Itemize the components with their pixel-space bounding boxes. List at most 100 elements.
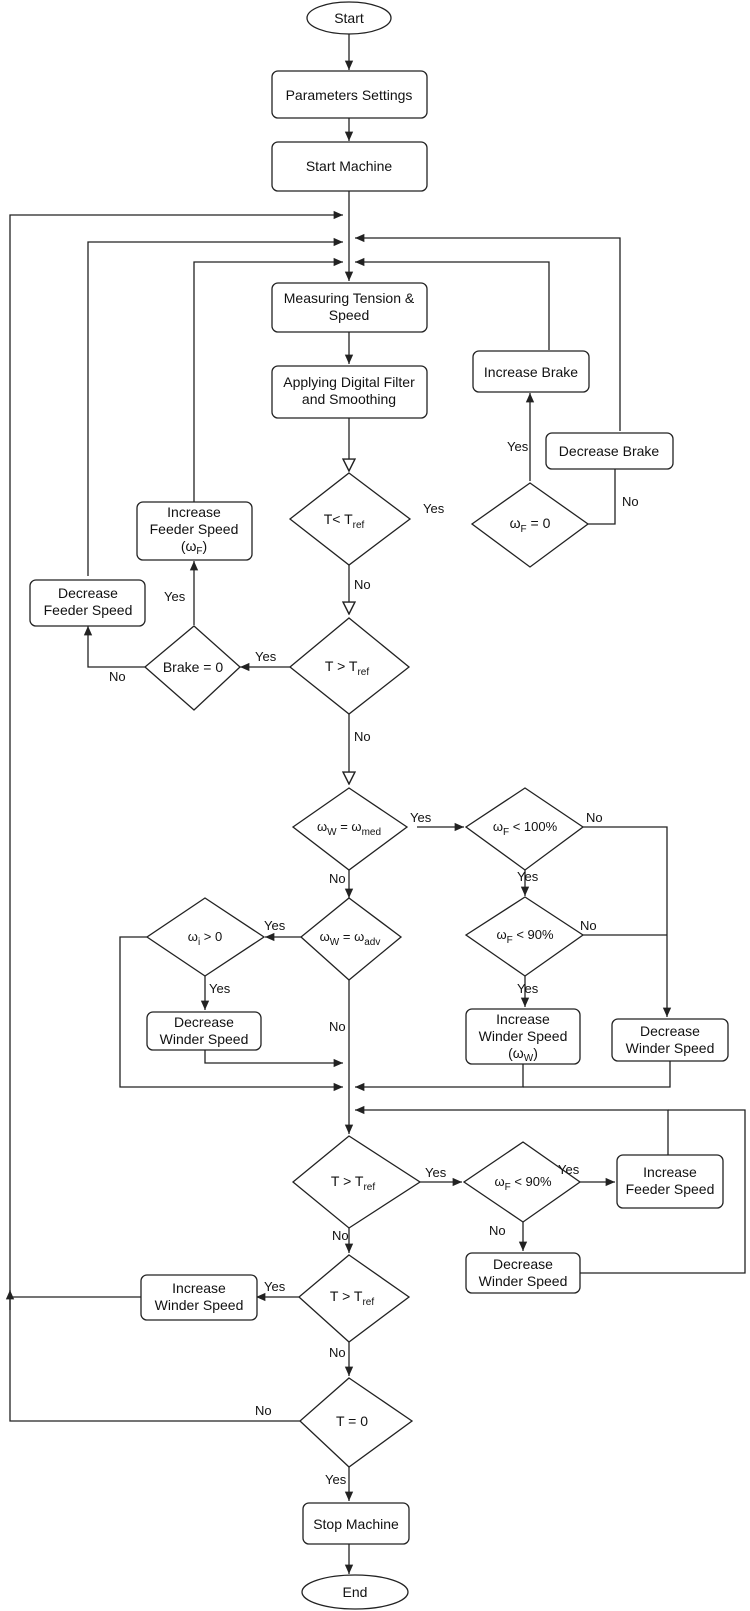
increase-brake-box: Increase Brake bbox=[472, 350, 590, 393]
decision-ww-equals-wadv: ωW = ωadv bbox=[299, 897, 403, 981]
decrease-winder-speed-a-box: Decrease Winder Speed bbox=[146, 1011, 262, 1051]
edge-incbrake-loop bbox=[355, 257, 550, 350]
parameters-settings-box: Parameters Settings bbox=[271, 70, 428, 119]
edge-wi0-no bbox=[119, 936, 343, 1092]
edge-decwinder-b-merge bbox=[523, 1061, 671, 1088]
inc-winder-b-label-1: Increase bbox=[172, 1280, 226, 1296]
label-no-wf90b: No bbox=[489, 1223, 506, 1238]
wf-100-label: ωF < 100% bbox=[493, 819, 558, 838]
wf90a-sub: F bbox=[507, 935, 513, 946]
wi-0-label: ωi > 0 bbox=[188, 929, 222, 948]
label-no-ww-med: No bbox=[329, 871, 346, 886]
inc-feeder-label-2: Feeder Speed bbox=[150, 521, 239, 537]
label-yes-wf90a: Yes bbox=[517, 981, 539, 996]
inc-winder-a-label-3: (ωW) bbox=[508, 1045, 538, 1064]
start-machine-label: Start Machine bbox=[306, 158, 393, 174]
decision-wf-less-90-a: ωF < 90% bbox=[464, 896, 585, 977]
edge-decwinder-a-merge bbox=[204, 1050, 343, 1068]
filter-box: Applying Digital Filter and Smoothing bbox=[271, 365, 428, 419]
t-greater-1-sub: ref bbox=[357, 667, 369, 678]
label-no-t-greater-1: No bbox=[354, 729, 371, 744]
dec-winder-c-label-2: Winder Speed bbox=[479, 1273, 568, 1289]
t-greater-2-main: T > T bbox=[331, 1173, 364, 1189]
edge-wf0-no bbox=[588, 466, 616, 525]
dec-winder-c-label-1: Decrease bbox=[493, 1256, 553, 1272]
decision-wi-greater-0: ωi > 0 bbox=[145, 897, 266, 977]
inc-winder-a-omega: (ω bbox=[508, 1045, 524, 1061]
measuring-label-1: Measuring Tension & bbox=[284, 290, 415, 306]
wi0-rest: > 0 bbox=[200, 929, 222, 944]
dec-feeder-label-2: Feeder Speed bbox=[44, 602, 133, 618]
edge-incfeeder-loop bbox=[193, 257, 343, 502]
end-terminal: End bbox=[301, 1574, 409, 1610]
wf-90b-label: ωF < 90% bbox=[494, 1174, 552, 1193]
dec-winder-b-label-2: Winder Speed bbox=[626, 1040, 715, 1056]
edge-brake0-no bbox=[83, 626, 145, 668]
t-greater-tref-3-label: T > Tref bbox=[330, 1288, 374, 1308]
t-less-tref-label: T< Tref bbox=[324, 511, 365, 531]
dec-winder-a-label-2: Winder Speed bbox=[160, 1031, 249, 1047]
wf0-rest: = 0 bbox=[527, 515, 551, 531]
label-yes-wf0: Yes bbox=[507, 439, 529, 454]
end-label: End bbox=[343, 1584, 368, 1600]
wf90a-omega: ω bbox=[496, 927, 506, 942]
decrease-winder-speed-b-box: Decrease Winder Speed bbox=[611, 1018, 729, 1062]
inc-feeder-b-label-2: Feeder Speed bbox=[626, 1181, 715, 1197]
increase-feeder-speed-box: Increase Feeder Speed (ωF) bbox=[136, 501, 253, 561]
label-no-t0: No bbox=[255, 1403, 272, 1418]
inc-feeder-b-label-1: Increase bbox=[643, 1164, 697, 1180]
decrease-brake-label: Decrease Brake bbox=[559, 443, 660, 459]
edge-decfeeder-loop bbox=[87, 237, 343, 576]
decision-wf-less-90-b: ωF < 90% bbox=[462, 1141, 582, 1223]
decrease-feeder-speed-box: Decrease Feeder Speed bbox=[29, 579, 146, 627]
wf100-sub: F bbox=[503, 827, 509, 838]
ww-adv-eq: = ω bbox=[339, 929, 364, 944]
edges bbox=[5, 34, 746, 1574]
decision-t-greater-tref-2: T > Tref bbox=[291, 1135, 422, 1229]
wf-equals-0-label: ωF = 0 bbox=[510, 515, 551, 535]
brake-equals-0-label: Brake = 0 bbox=[163, 659, 224, 675]
wi0-sub: i bbox=[198, 937, 200, 948]
label-yes-wi0: Yes bbox=[209, 981, 231, 996]
label-yes-wf100: Yes bbox=[517, 869, 539, 884]
wi0-omega: ω bbox=[188, 929, 198, 944]
inc-feeder-sub: F bbox=[196, 546, 202, 557]
wf90a-rest: < 90% bbox=[513, 927, 554, 942]
inc-winder-a-sub: W bbox=[524, 1053, 534, 1064]
label-no-brake0: No bbox=[109, 669, 126, 684]
decision-brake-equals-0: Brake = 0 bbox=[144, 625, 241, 711]
dec-feeder-label-1: Decrease bbox=[58, 585, 118, 601]
t-equals-0-label: T = 0 bbox=[336, 1413, 368, 1429]
wf0-sub: F bbox=[521, 524, 527, 535]
increase-winder-speed-a-box: Increase Winder Speed (ωW) bbox=[465, 1008, 581, 1065]
decision-t-less-tref: T< Tref bbox=[288, 472, 412, 566]
dec-winder-b-label-1: Decrease bbox=[640, 1023, 700, 1039]
label-yes-t-less: Yes bbox=[423, 501, 445, 516]
increase-brake-label: Increase Brake bbox=[484, 364, 578, 380]
filter-label-2: and Smoothing bbox=[302, 391, 396, 407]
label-yes-t0: Yes bbox=[325, 1472, 347, 1487]
label-no-wf100: No bbox=[586, 810, 603, 825]
wf100-rest: < 100% bbox=[509, 819, 558, 834]
edge-wf100-no bbox=[583, 826, 672, 1017]
label-no-wf0: No bbox=[622, 494, 639, 509]
wf100-omega: ω bbox=[493, 819, 503, 834]
stop-machine-label: Stop Machine bbox=[313, 1516, 399, 1532]
t-greater-3-main: T > T bbox=[330, 1288, 363, 1304]
wf0-omega: ω bbox=[510, 515, 521, 531]
ww-med-sub1: W bbox=[327, 827, 337, 838]
inc-feeder-omega: (ω bbox=[181, 538, 197, 554]
start-terminal: Start bbox=[306, 1, 392, 35]
edge-labels: Yes No Yes No Yes No Yes No Yes No No Ye… bbox=[109, 439, 639, 1487]
start-label: Start bbox=[334, 10, 364, 26]
t-greater-tref-1-label: T > Tref bbox=[325, 658, 369, 678]
inc-feeder-label-3: (ωF) bbox=[181, 538, 207, 557]
dec-winder-a-label-1: Decrease bbox=[174, 1014, 234, 1030]
decision-t-equals-0: T = 0 bbox=[299, 1377, 414, 1468]
edge-decbrake-loop bbox=[355, 233, 621, 431]
label-no-t-greater-3: No bbox=[329, 1345, 346, 1360]
label-yes-ww-adv: Yes bbox=[264, 918, 286, 933]
label-yes-t-greater-3: Yes bbox=[264, 1279, 286, 1294]
label-yes-wf90b: Yes bbox=[558, 1162, 580, 1177]
wf90b-rest: < 90% bbox=[511, 1174, 552, 1189]
